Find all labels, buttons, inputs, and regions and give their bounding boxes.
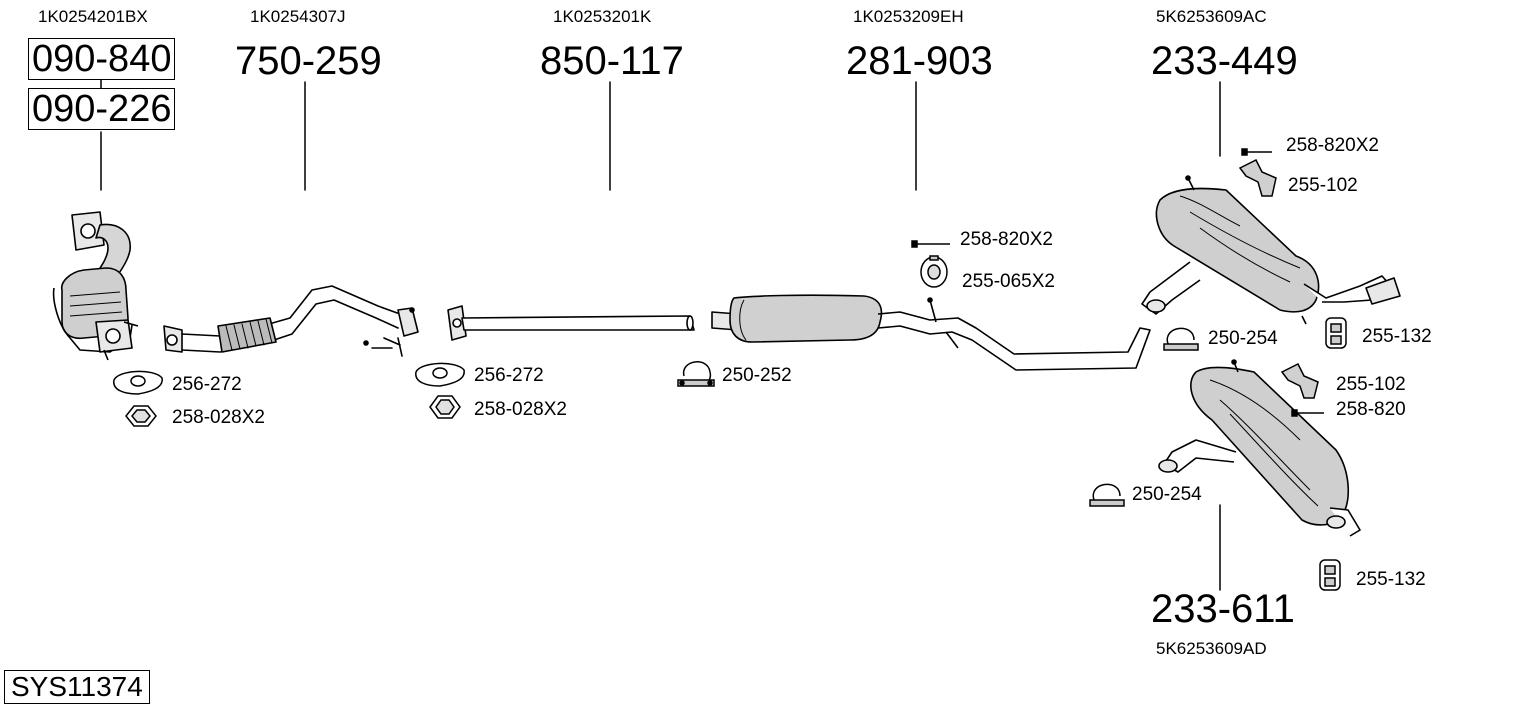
accessory-label-front-gasket[interactable]: 256-272 — [474, 365, 544, 386]
part-number-box-090-226[interactable]: 090-226 — [28, 88, 176, 130]
accessory-label-hanger-1[interactable]: 255-065X2 — [962, 271, 1055, 292]
nut-icon-1 — [125, 405, 157, 427]
accessory-label-bolt-3[interactable]: 258-820 — [1336, 399, 1406, 420]
clamp-icon-3 — [1089, 483, 1125, 507]
accessory-label-cat-nut[interactable]: 258-028X2 — [172, 407, 265, 428]
accessory-label-clamp-1[interactable]: 250-252 — [722, 365, 792, 386]
oe-number-front-pipe: 1K0254307J — [250, 7, 346, 26]
oe-number-rear-silencer-ac: 5K6253609AC — [1156, 7, 1267, 26]
accessory-label-bracket-1[interactable]: 255-102 — [1288, 175, 1358, 196]
part-number-rear-silencer-ac[interactable]: 233-449 — [1151, 39, 1298, 83]
bracket-icon-2 — [1280, 362, 1319, 399]
oe-number-catalytic: 1K0254201BX — [38, 7, 148, 26]
clamp-icon-1 — [677, 361, 715, 387]
part-number-rear-silencer-ad[interactable]: 233-611 — [1151, 587, 1295, 631]
gasket-icon-2 — [415, 362, 465, 387]
bracket-icon-1 — [1238, 158, 1277, 197]
rear-silencer-left-drawing — [1141, 175, 1401, 325]
accessory-label-bolt-1[interactable]: 258-820X2 — [960, 229, 1053, 250]
part-number-front-pipe[interactable]: 750-259 — [235, 39, 382, 83]
rear-silencer-right-drawing — [1158, 359, 1361, 537]
oe-number-rear-silencer-ad: 5K6253609AD — [1156, 639, 1267, 658]
accessory-label-cat-gasket[interactable]: 256-272 — [172, 374, 242, 395]
rubber-hanger-icon-1 — [920, 255, 948, 288]
accessory-label-rubber-1[interactable]: 255-132 — [1362, 326, 1432, 347]
part-number-box-090-840[interactable]: 090-840 — [28, 38, 176, 80]
oe-number-centre-pipe: 1K0253201K — [553, 7, 652, 26]
front-pipe-drawing — [163, 285, 419, 357]
accessory-label-rubber-2[interactable]: 255-132 — [1356, 569, 1426, 590]
catalytic-converter-drawing — [52, 211, 139, 361]
accessory-label-bolt-2[interactable]: 258-820X2 — [1286, 135, 1379, 156]
accessory-label-bracket-2[interactable]: 255-102 — [1336, 374, 1406, 395]
rubber-mount-icon-2 — [1319, 559, 1341, 591]
accessory-label-front-nut[interactable]: 258-028X2 — [474, 399, 567, 420]
bolt-icon-3 — [1291, 409, 1324, 417]
rubber-mount-icon-1 — [1325, 317, 1347, 349]
gasket-icon-1 — [113, 370, 163, 395]
bolt-icon-1 — [911, 240, 950, 248]
part-number-centre-pipe[interactable]: 850-117 — [540, 39, 684, 83]
clamp-icon-2 — [1163, 327, 1199, 351]
nut-icon-2 — [429, 395, 461, 419]
oe-number-middle-silencer: 1K0253209EH — [853, 7, 964, 26]
system-code-box: SYS11374 — [4, 670, 150, 704]
centre-pipe-drawing — [447, 305, 695, 341]
bolt-icon-2 — [1241, 148, 1272, 156]
accessory-label-clamp-2[interactable]: 250-254 — [1208, 328, 1278, 349]
accessory-label-clamp-3[interactable]: 250-254 — [1132, 484, 1202, 505]
middle-silencer-drawing — [711, 294, 1151, 371]
part-number-middle-silencer[interactable]: 281-903 — [846, 39, 993, 83]
